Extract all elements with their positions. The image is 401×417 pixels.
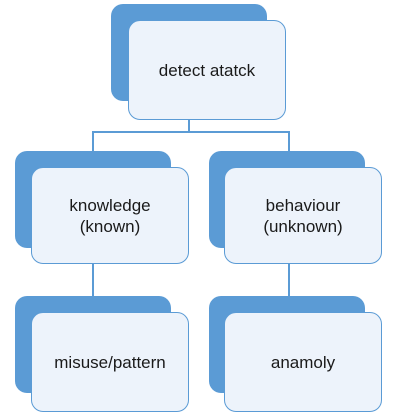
left-branch-drop-connector bbox=[92, 131, 94, 151]
left-node-label: knowledge (known) bbox=[69, 195, 151, 236]
left-child-connector bbox=[92, 264, 94, 296]
left-child-node: misuse/pattern bbox=[31, 312, 189, 412]
left-child-node-label: misuse/pattern bbox=[54, 352, 166, 372]
left-node: knowledge (known) bbox=[31, 167, 189, 264]
right-child-node: anamoly bbox=[224, 312, 382, 412]
right-node: behaviour (unknown) bbox=[224, 167, 382, 264]
right-node-label: behaviour (unknown) bbox=[263, 195, 343, 236]
right-child-connector bbox=[288, 264, 290, 296]
branch-horizontal-connector bbox=[92, 131, 290, 133]
right-child-node-label: anamoly bbox=[270, 352, 336, 372]
right-branch-drop-connector bbox=[288, 131, 290, 151]
root-node-label: detect atatck bbox=[158, 60, 256, 80]
root-node: detect atatck bbox=[128, 20, 286, 120]
root-stem-connector bbox=[188, 120, 190, 132]
